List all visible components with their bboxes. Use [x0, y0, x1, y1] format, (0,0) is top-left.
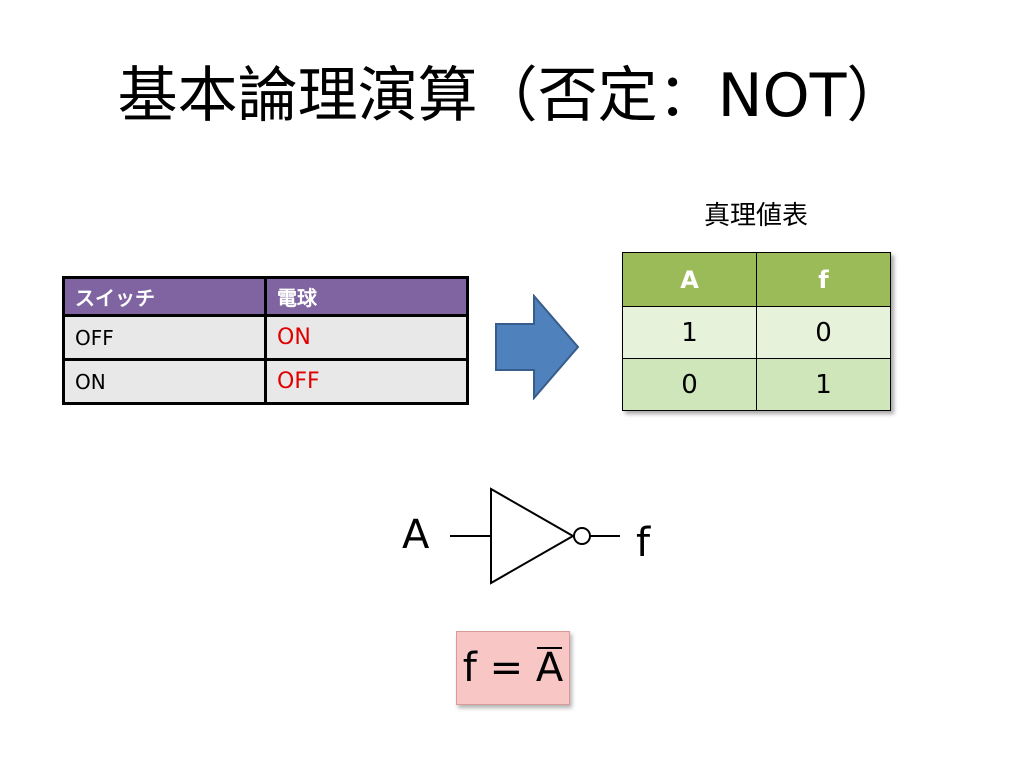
- formula-equals: =: [489, 645, 524, 691]
- output-cell: 0: [756, 306, 891, 359]
- table-row: 1 0: [622, 306, 891, 359]
- input-header: A: [622, 252, 757, 307]
- truth-table: A f 1 0 0 1: [622, 252, 891, 411]
- switch-table-header-row: スイッチ 電球: [62, 276, 469, 317]
- truth-table-header-row: A f: [622, 252, 891, 307]
- lamp-header: 電球: [264, 276, 469, 317]
- switch-cell: OFF: [62, 314, 267, 361]
- gate-output-label: f: [636, 520, 651, 566]
- formula-rhs-negated: A: [535, 645, 564, 691]
- switch-cell: ON: [62, 358, 267, 405]
- right-arrow-icon: [495, 294, 580, 400]
- lamp-cell: ON: [264, 314, 469, 361]
- table-row: OFF ON: [62, 314, 469, 361]
- gate-triangle: [490, 487, 576, 585]
- output-cell: 1: [756, 358, 891, 411]
- switch-table: スイッチ 電球 OFF ON ON OFF: [62, 276, 469, 405]
- truth-table-caption: 真理値表: [703, 201, 808, 231]
- input-cell: 1: [622, 306, 757, 359]
- formula-lhs: f: [462, 645, 477, 691]
- gate-inversion-bubble: [573, 527, 591, 545]
- output-header: f: [756, 252, 891, 307]
- slide-title: 基本論理演算（否定：NOT）: [117, 61, 907, 131]
- gate-input-label: A: [402, 512, 430, 558]
- switch-header: スイッチ: [62, 276, 267, 317]
- table-row: ON OFF: [62, 358, 469, 405]
- table-row: 0 1: [622, 358, 891, 411]
- arrow-shape: [495, 294, 580, 400]
- lamp-cell: OFF: [264, 358, 469, 405]
- not-gate-icon: A f: [402, 487, 651, 585]
- formula-box: f = A: [456, 631, 570, 705]
- input-cell: 0: [622, 358, 757, 411]
